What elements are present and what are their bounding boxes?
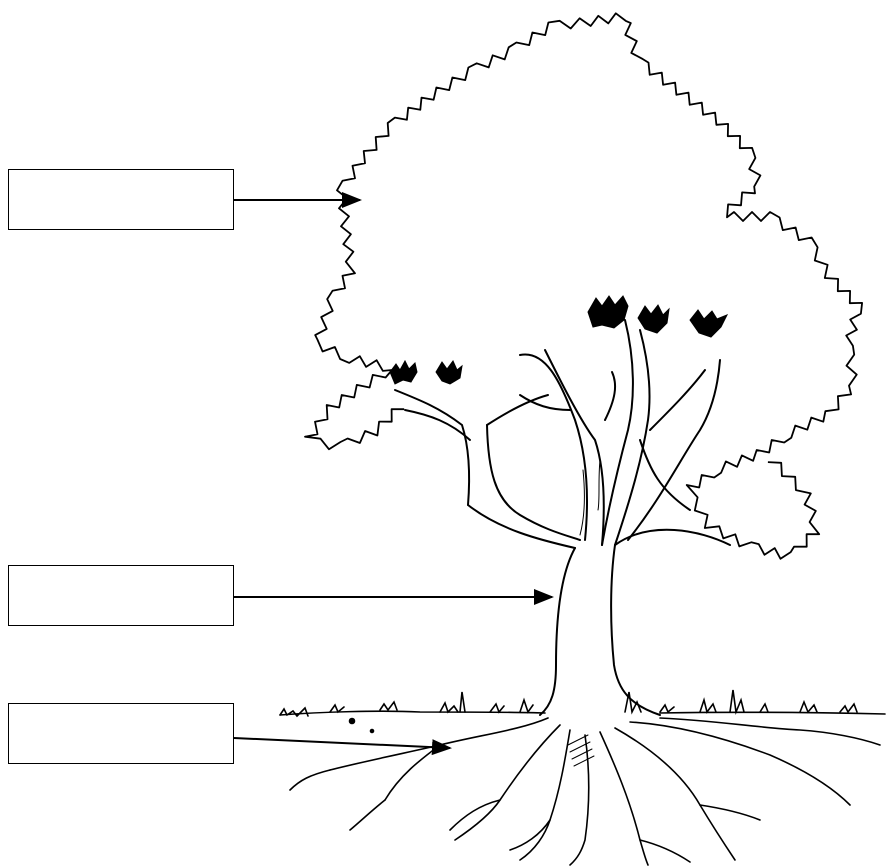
tree-canopy — [304, 12, 863, 560]
root-hatch — [567, 734, 595, 767]
root-2 — [454, 724, 561, 841]
root-4 — [569, 734, 590, 866]
branch-mid-8 — [519, 394, 571, 411]
dark-clump-right — [587, 295, 629, 329]
root-7 — [629, 721, 851, 806]
tree-roots — [289, 717, 881, 866]
label-box-roots[interactable] — [8, 703, 234, 764]
pointer-arrows — [233, 192, 554, 756]
branch-right-3 — [614, 528, 731, 546]
dark-clump-right-2 — [637, 304, 670, 334]
soil-dot-1 — [348, 717, 356, 725]
branch-right-4 — [627, 359, 721, 541]
root-3 — [519, 729, 571, 861]
branch-center — [519, 353, 588, 541]
branch-right-1 — [601, 319, 634, 546]
dark-clump-right-3 — [689, 309, 729, 338]
ground — [279, 689, 886, 734]
tree-trunk — [539, 459, 661, 716]
ground-line-left — [279, 710, 546, 716]
root-1 — [329, 717, 549, 801]
dark-foliage — [389, 295, 729, 385]
ground-line-right — [659, 711, 886, 715]
tree-branches — [394, 319, 731, 549]
branch-mid-left — [486, 394, 549, 426]
soil-dot-2 — [369, 728, 375, 734]
grass-right — [624, 689, 858, 716]
dark-clump-left-2 — [435, 360, 463, 385]
branch-center-2 — [544, 349, 605, 546]
trunk-texture-2 — [597, 459, 601, 511]
branch-right-6 — [639, 439, 691, 511]
branch-left-upper — [394, 389, 471, 506]
grass-left — [279, 691, 534, 718]
trunk-right-edge — [610, 544, 661, 716]
root-10 — [289, 769, 761, 831]
root-9 — [449, 799, 691, 863]
branch-right-5 — [649, 369, 706, 431]
branch-left-lower — [404, 409, 471, 441]
branch-left-outer — [467, 504, 576, 549]
arrow-to-roots — [233, 737, 452, 756]
branch-right-7 — [604, 371, 617, 421]
trunk-left-edge — [539, 547, 576, 716]
branch-left-inner — [486, 424, 581, 541]
root-5 — [599, 731, 649, 866]
branch-right-2 — [614, 329, 651, 546]
root-8 — [659, 717, 881, 746]
trunk-texture-1 — [579, 469, 585, 536]
canopy-outline — [304, 12, 863, 560]
label-box-leaves[interactable] — [8, 169, 234, 230]
root-6 — [614, 727, 736, 861]
dark-clump-left — [389, 359, 418, 385]
label-box-trunk[interactable] — [8, 565, 234, 626]
